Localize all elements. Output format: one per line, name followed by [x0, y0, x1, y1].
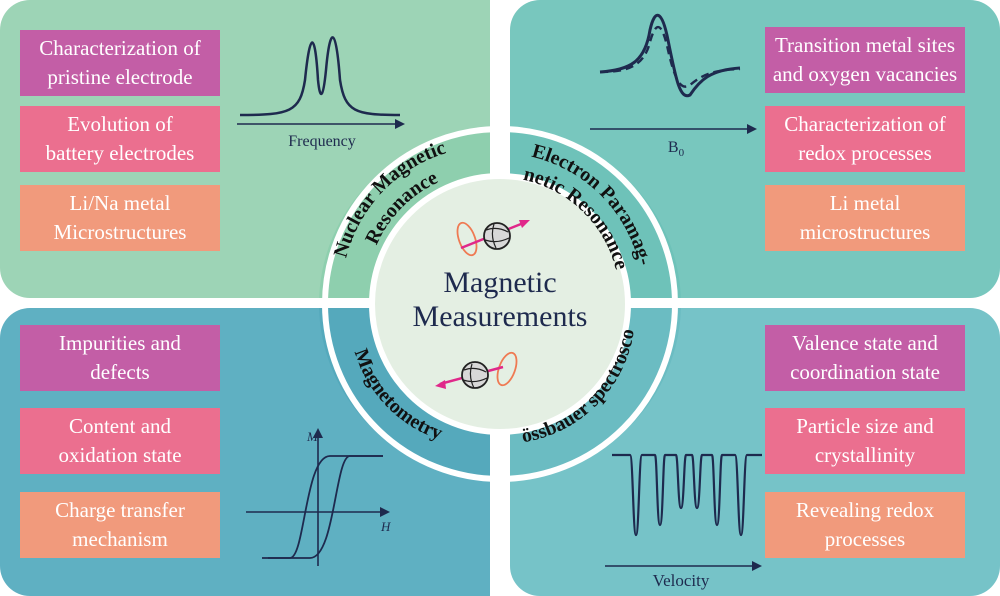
epr-item-2: Characterization of redox processes [765, 106, 965, 172]
mossbauer-item-1: Valence state and coordination state [765, 325, 965, 391]
magnetometry-item-2: Content and oxidation state [20, 408, 220, 474]
magnetometry-item-3: Charge transfer mechanism [20, 492, 220, 558]
hysteresis-loop: M H [246, 428, 391, 566]
magnetometry-item-1: Impurities and defects [20, 325, 220, 391]
epr-axis-label: B0 [668, 139, 685, 159]
mossbauer-item-2: Particle size and crystallinity [765, 408, 965, 474]
nmr-spectrum: Frequency [237, 36, 405, 150]
mossbauer-spectrum: Velocity [605, 453, 762, 590]
spin-icon-bottom [435, 351, 518, 389]
spin-icon-top [456, 220, 530, 257]
nmr-item-2: Evolution of battery electrodes [20, 106, 220, 172]
magnetometry-y-label: M [306, 429, 319, 444]
epr-item-1: Transition metal sites and oxygen vacanc… [765, 27, 965, 93]
nmr-item-3: Li/Na metal Microstructures [20, 185, 220, 251]
magnetometry-x-label: H [380, 519, 391, 534]
center-title-line2: Measurements [413, 300, 588, 333]
nmr-item-1: Characterization of pristine electrode [20, 30, 220, 96]
epr-spectrum: B0 [590, 14, 757, 159]
mossbauer-item-3: Revealing redox processes [765, 492, 965, 558]
center-title-line1: Magnetic [443, 266, 556, 299]
mossbauer-axis-label: Velocity [653, 571, 710, 590]
center-circle [369, 173, 631, 435]
nmr-axis-label: Frequency [288, 133, 356, 150]
epr-item-3: Li metal microstructures [765, 185, 965, 251]
